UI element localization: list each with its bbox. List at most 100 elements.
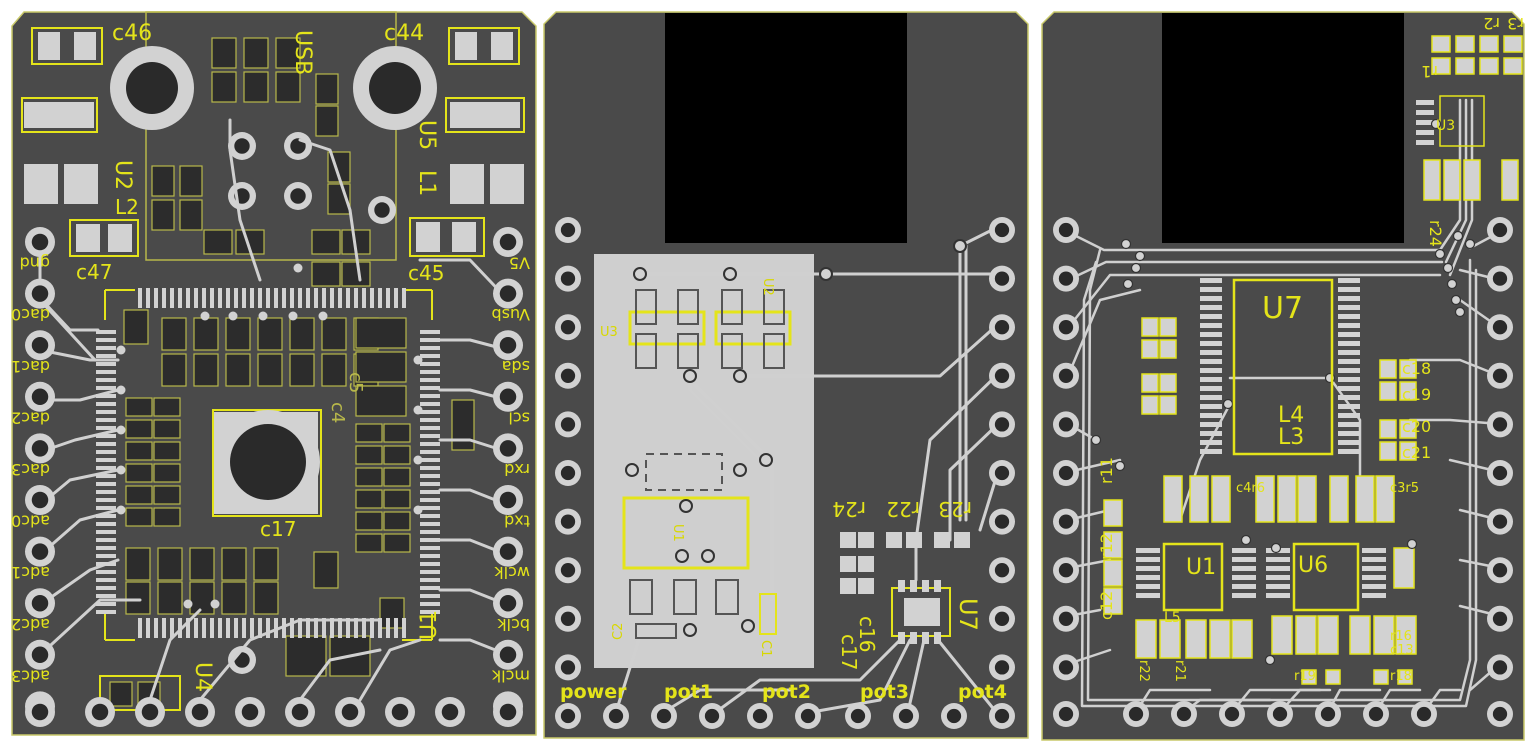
chip-pin [420,394,440,398]
middle-silk-labels: r24 r22 r23 U7 c16 c17 U3 U2 U1 C1 C2 [600,278,982,670]
small-cap [1399,419,1417,439]
chip-pin [96,562,116,566]
via [1134,250,1146,262]
silk-r21-right: r21 [1172,660,1187,682]
smd-bottom-row [157,547,183,581]
u7-pin [934,580,941,592]
left-pin-label: adc2 [11,615,50,634]
c-pad [858,578,874,594]
right-left-pin [1053,217,1079,243]
smd [355,317,407,349]
chip-pin [420,586,440,590]
c46-pad [74,32,96,60]
middle-pin-label: pot4 [958,681,1007,703]
via [318,311,328,321]
u7-pin [934,632,941,644]
usb-smd [211,71,237,103]
via [293,263,303,273]
u7-pin [1338,422,1360,427]
through-hole [228,132,256,160]
right-left-pin [1053,557,1079,584]
middle-right-pin [989,411,1015,438]
chip-pin [96,418,116,422]
chip-pin [210,288,214,308]
u7-pin [910,580,917,592]
u2-pad [721,333,743,369]
chip-pin [250,288,254,308]
chip-pin [322,618,326,638]
silk-c12: c12 [1097,591,1116,620]
silk-r24: r24 [832,497,866,521]
silk-u4: U4 [190,662,215,692]
u7-pin [1200,431,1222,436]
u7-pin [1200,413,1222,418]
middle-bottom-pin [795,703,821,729]
chip-pin [96,386,116,390]
u7-pin [1338,296,1360,301]
via [1270,542,1282,554]
left-resistor [1103,587,1123,615]
u7-pin [910,632,917,644]
via [625,463,639,477]
top-resistor [1479,57,1499,75]
silk-c17: c17 [260,517,296,541]
chip-pin [420,594,440,598]
smd-left-col [125,419,153,439]
smd-bottom-row [253,581,279,615]
u5-pad [450,164,484,204]
via [1446,278,1458,290]
right-pin-label: txd [504,512,530,531]
chip-pin [96,506,116,510]
small-cap [1379,381,1397,401]
chip-pin [96,578,116,582]
silk-c44: c44 [384,21,424,46]
chip-pin [96,490,116,494]
u6-pin [1232,548,1256,553]
bottom-resistor [1301,669,1317,685]
chip-pin [234,618,238,638]
silk-u2: U2 [110,160,135,190]
u7-pin [1200,359,1222,364]
smd-top-row [161,353,187,387]
r-pad [840,532,856,548]
small-cap [1141,373,1159,393]
row-cap [1297,475,1317,523]
smd-left-col [153,397,181,417]
right-bottom-pin [1411,701,1437,727]
right-right-pin [1487,654,1513,681]
smd-top-row [225,353,251,387]
chip-pin [96,498,116,502]
chip-pin [420,410,440,414]
right-silk-frames [1162,278,1360,612]
u1-pin-rows [96,263,440,638]
chip-pin [420,338,440,342]
chip-pin [218,288,222,308]
u7-pin [1338,305,1360,310]
chip-pin [266,288,270,308]
u7-pin [1338,395,1360,400]
u7-pin [1338,350,1360,355]
right-edge-pin [493,278,523,309]
chip-pin [420,538,440,542]
via [1434,248,1446,260]
u7-pin [1338,368,1360,373]
middle-pin-label: pot2 [762,681,811,703]
chip-pin [96,362,116,366]
middle-right-pin [989,314,1015,341]
smd-top-row [321,353,347,387]
via [1264,654,1276,666]
u5-regulator-pad [450,102,520,128]
via [116,465,126,475]
u7-pin [1200,395,1222,400]
u6-pin [1362,584,1386,589]
via [675,549,689,563]
right-pin-label: Vusb [492,305,531,324]
small-cap [1379,359,1397,379]
u7-pin [1338,287,1360,292]
silk-c2-mid: C2 [611,623,626,640]
smd-right-col [383,467,411,487]
left-bottom-pin [25,697,55,727]
left-pin-label: adc3 [11,666,50,685]
through-hole [368,196,396,224]
